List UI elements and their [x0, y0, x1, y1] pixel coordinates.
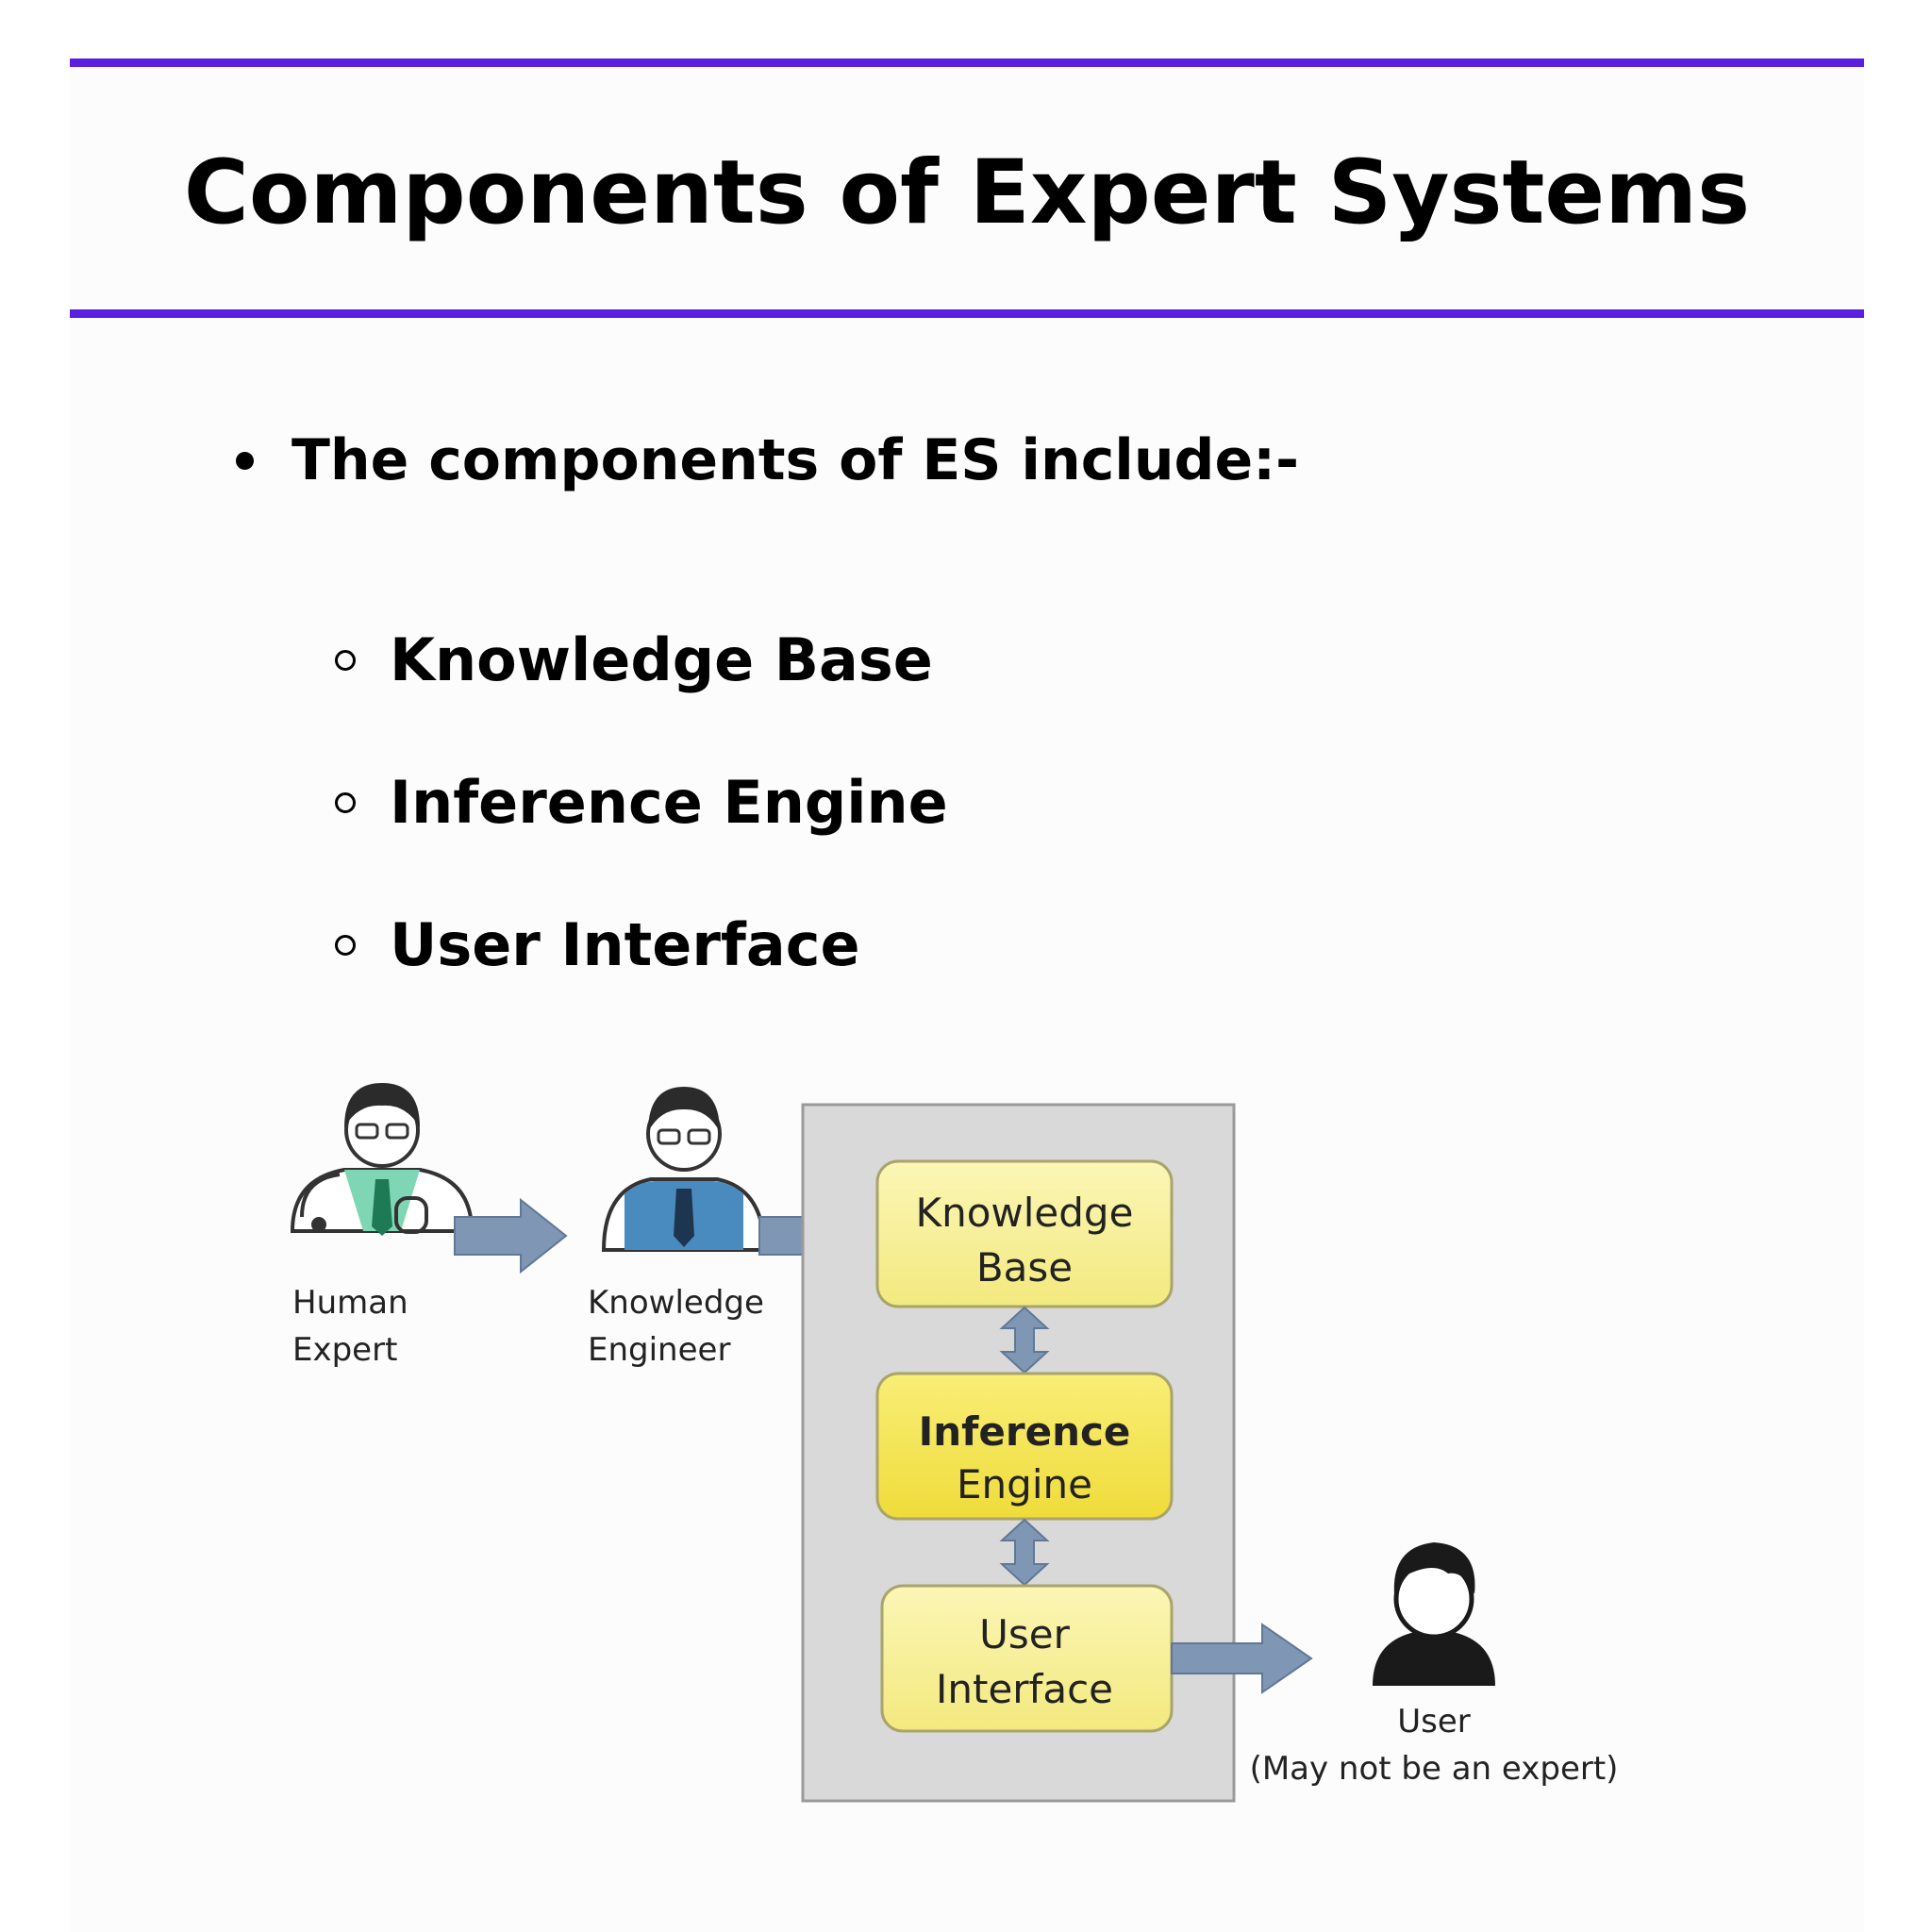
main-bullet-text: The components of ES include:- [291, 427, 1300, 493]
user-interface-label-line1: User [979, 1611, 1070, 1657]
sub-item-user-interface: User Interface [335, 911, 860, 979]
bullet-circle-icon [335, 650, 356, 671]
sub-item-label: User Interface [390, 910, 860, 979]
engineer-icon [601, 1087, 767, 1252]
user-label-line1: User [1397, 1703, 1471, 1740]
arrow-right-icon [454, 1197, 568, 1274]
slide-title: Components of Expert Systems [183, 142, 1751, 244]
human-expert-label-line1: Human [292, 1284, 408, 1322]
knowledge-base-label-line1: Knowledge [916, 1190, 1134, 1236]
sub-item-knowledge-base: Knowledge Base [335, 626, 933, 694]
inference-engine-label-line2: Engine [957, 1461, 1092, 1507]
knowledge-base-label-line2: Base [976, 1244, 1073, 1291]
knowledge-engineer-label-line2: Engineer [588, 1331, 730, 1369]
sub-item-label: Inference Engine [390, 768, 948, 837]
arrow-right-icon [1171, 1623, 1313, 1694]
expert-system-diagram: Human Expert Knowledge Engineer Knowledg… [290, 1083, 1619, 1803]
human-expert-label-line2: Expert [292, 1331, 397, 1369]
doctor-icon [290, 1083, 475, 1236]
bullet-circle-icon [335, 935, 356, 956]
knowledge-engineer-label-line1: Knowledge [588, 1284, 764, 1322]
user-interface-label-line2: Interface [936, 1666, 1113, 1712]
sub-item-inference-engine: Inference Engine [335, 769, 948, 837]
bottom-rule [70, 309, 1864, 318]
top-rule [70, 58, 1864, 67]
inference-engine-label-line1: Inference [919, 1408, 1131, 1455]
bullet-dot-icon [236, 451, 254, 470]
main-bullet: The components of ES include:- [236, 426, 1299, 494]
sub-item-label: Knowledge Base [390, 625, 933, 694]
user-label-line2: (May not be an expert) [1250, 1750, 1619, 1788]
user-icon [1373, 1542, 1495, 1686]
bullet-circle-icon [335, 792, 356, 813]
